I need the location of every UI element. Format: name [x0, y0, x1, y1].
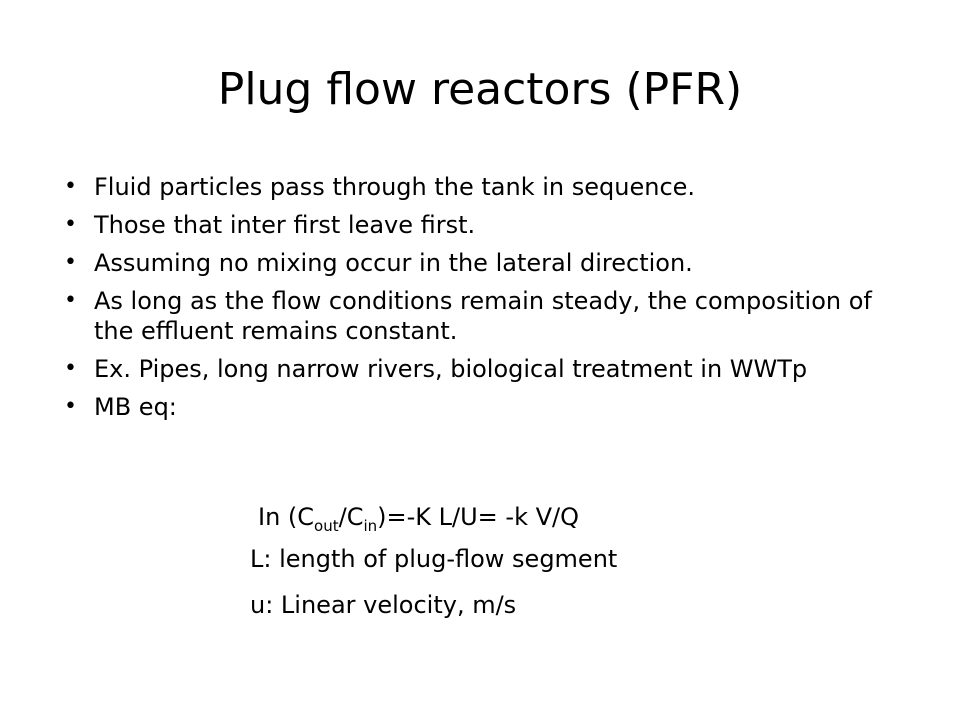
bullet-item: • MB eq: [64, 392, 904, 422]
equation-subscript-in: in [363, 516, 378, 535]
equation-subscript-out: out [314, 516, 339, 535]
bullet-item: • Those that inter first leave first. [64, 210, 904, 240]
bullet-dot-icon: • [64, 394, 77, 419]
bullet-dot-icon: • [64, 250, 77, 275]
bullet-text: As long as the flow conditions remain st… [94, 287, 872, 345]
bullet-text: Assuming no mixing occur in the lateral … [94, 249, 693, 277]
slide-title: Plug flow reactors (PFR) [217, 64, 743, 115]
equation-suffix: )=-K L/U= -k V/Q [377, 503, 579, 531]
equation-mid: /C [338, 503, 364, 531]
bullet-text: Those that inter first leave first. [94, 211, 476, 239]
bullet-dot-icon: • [64, 212, 77, 237]
bullet-dot-icon: • [64, 288, 77, 313]
mass-balance-equation: In (Cout/Cin)=-K L/U= -k V/Q [258, 502, 579, 541]
bullet-item: • As long as the flow conditions remain … [64, 286, 904, 346]
bullet-text: Fluid particles pass through the tank in… [94, 173, 696, 201]
bullet-item: • Fluid particles pass through the tank … [64, 172, 904, 202]
bullet-text: MB eq: [94, 393, 177, 421]
bullet-item: • Assuming no mixing occur in the latera… [64, 248, 904, 278]
bullet-item: • Ex. Pipes, long narrow rivers, biologi… [64, 354, 904, 384]
equation-prefix: In (C [258, 503, 315, 531]
bullet-text: Ex. Pipes, long narrow rivers, biologica… [94, 355, 808, 383]
bullet-list: • Fluid particles pass through the tank … [64, 172, 904, 430]
bullet-dot-icon: • [64, 174, 77, 199]
bullet-dot-icon: • [64, 356, 77, 381]
definition-velocity: u: Linear velocity, m/s [250, 591, 517, 619]
definition-length: L: length of plug-flow segment [250, 545, 618, 573]
